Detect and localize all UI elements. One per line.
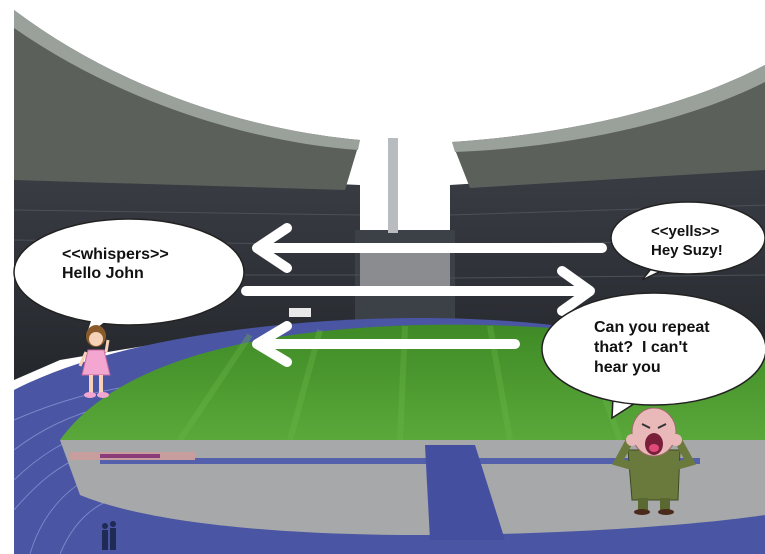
yell-text: <<yells>> Hey Suzy! <box>651 222 723 260</box>
yell-message: Hey Suzy! <box>651 241 723 260</box>
whisper-text: <<whispers>> Hello John <box>62 245 169 283</box>
repeat-text: Can you repeat that? I can't hear you <box>594 318 710 378</box>
repeat-line-3: hear you <box>594 358 710 378</box>
yell-label: <<yells>> <box>651 222 723 241</box>
tower <box>388 138 398 233</box>
whisper-label: <<whispers>> <box>62 245 169 264</box>
whisper-message: Hello John <box>62 264 169 283</box>
service-vehicle <box>289 308 311 317</box>
repeat-line-1: Can you repeat <box>594 318 710 338</box>
flower-bed <box>100 454 160 458</box>
repeat-line-2: that? I can't <box>594 338 710 358</box>
